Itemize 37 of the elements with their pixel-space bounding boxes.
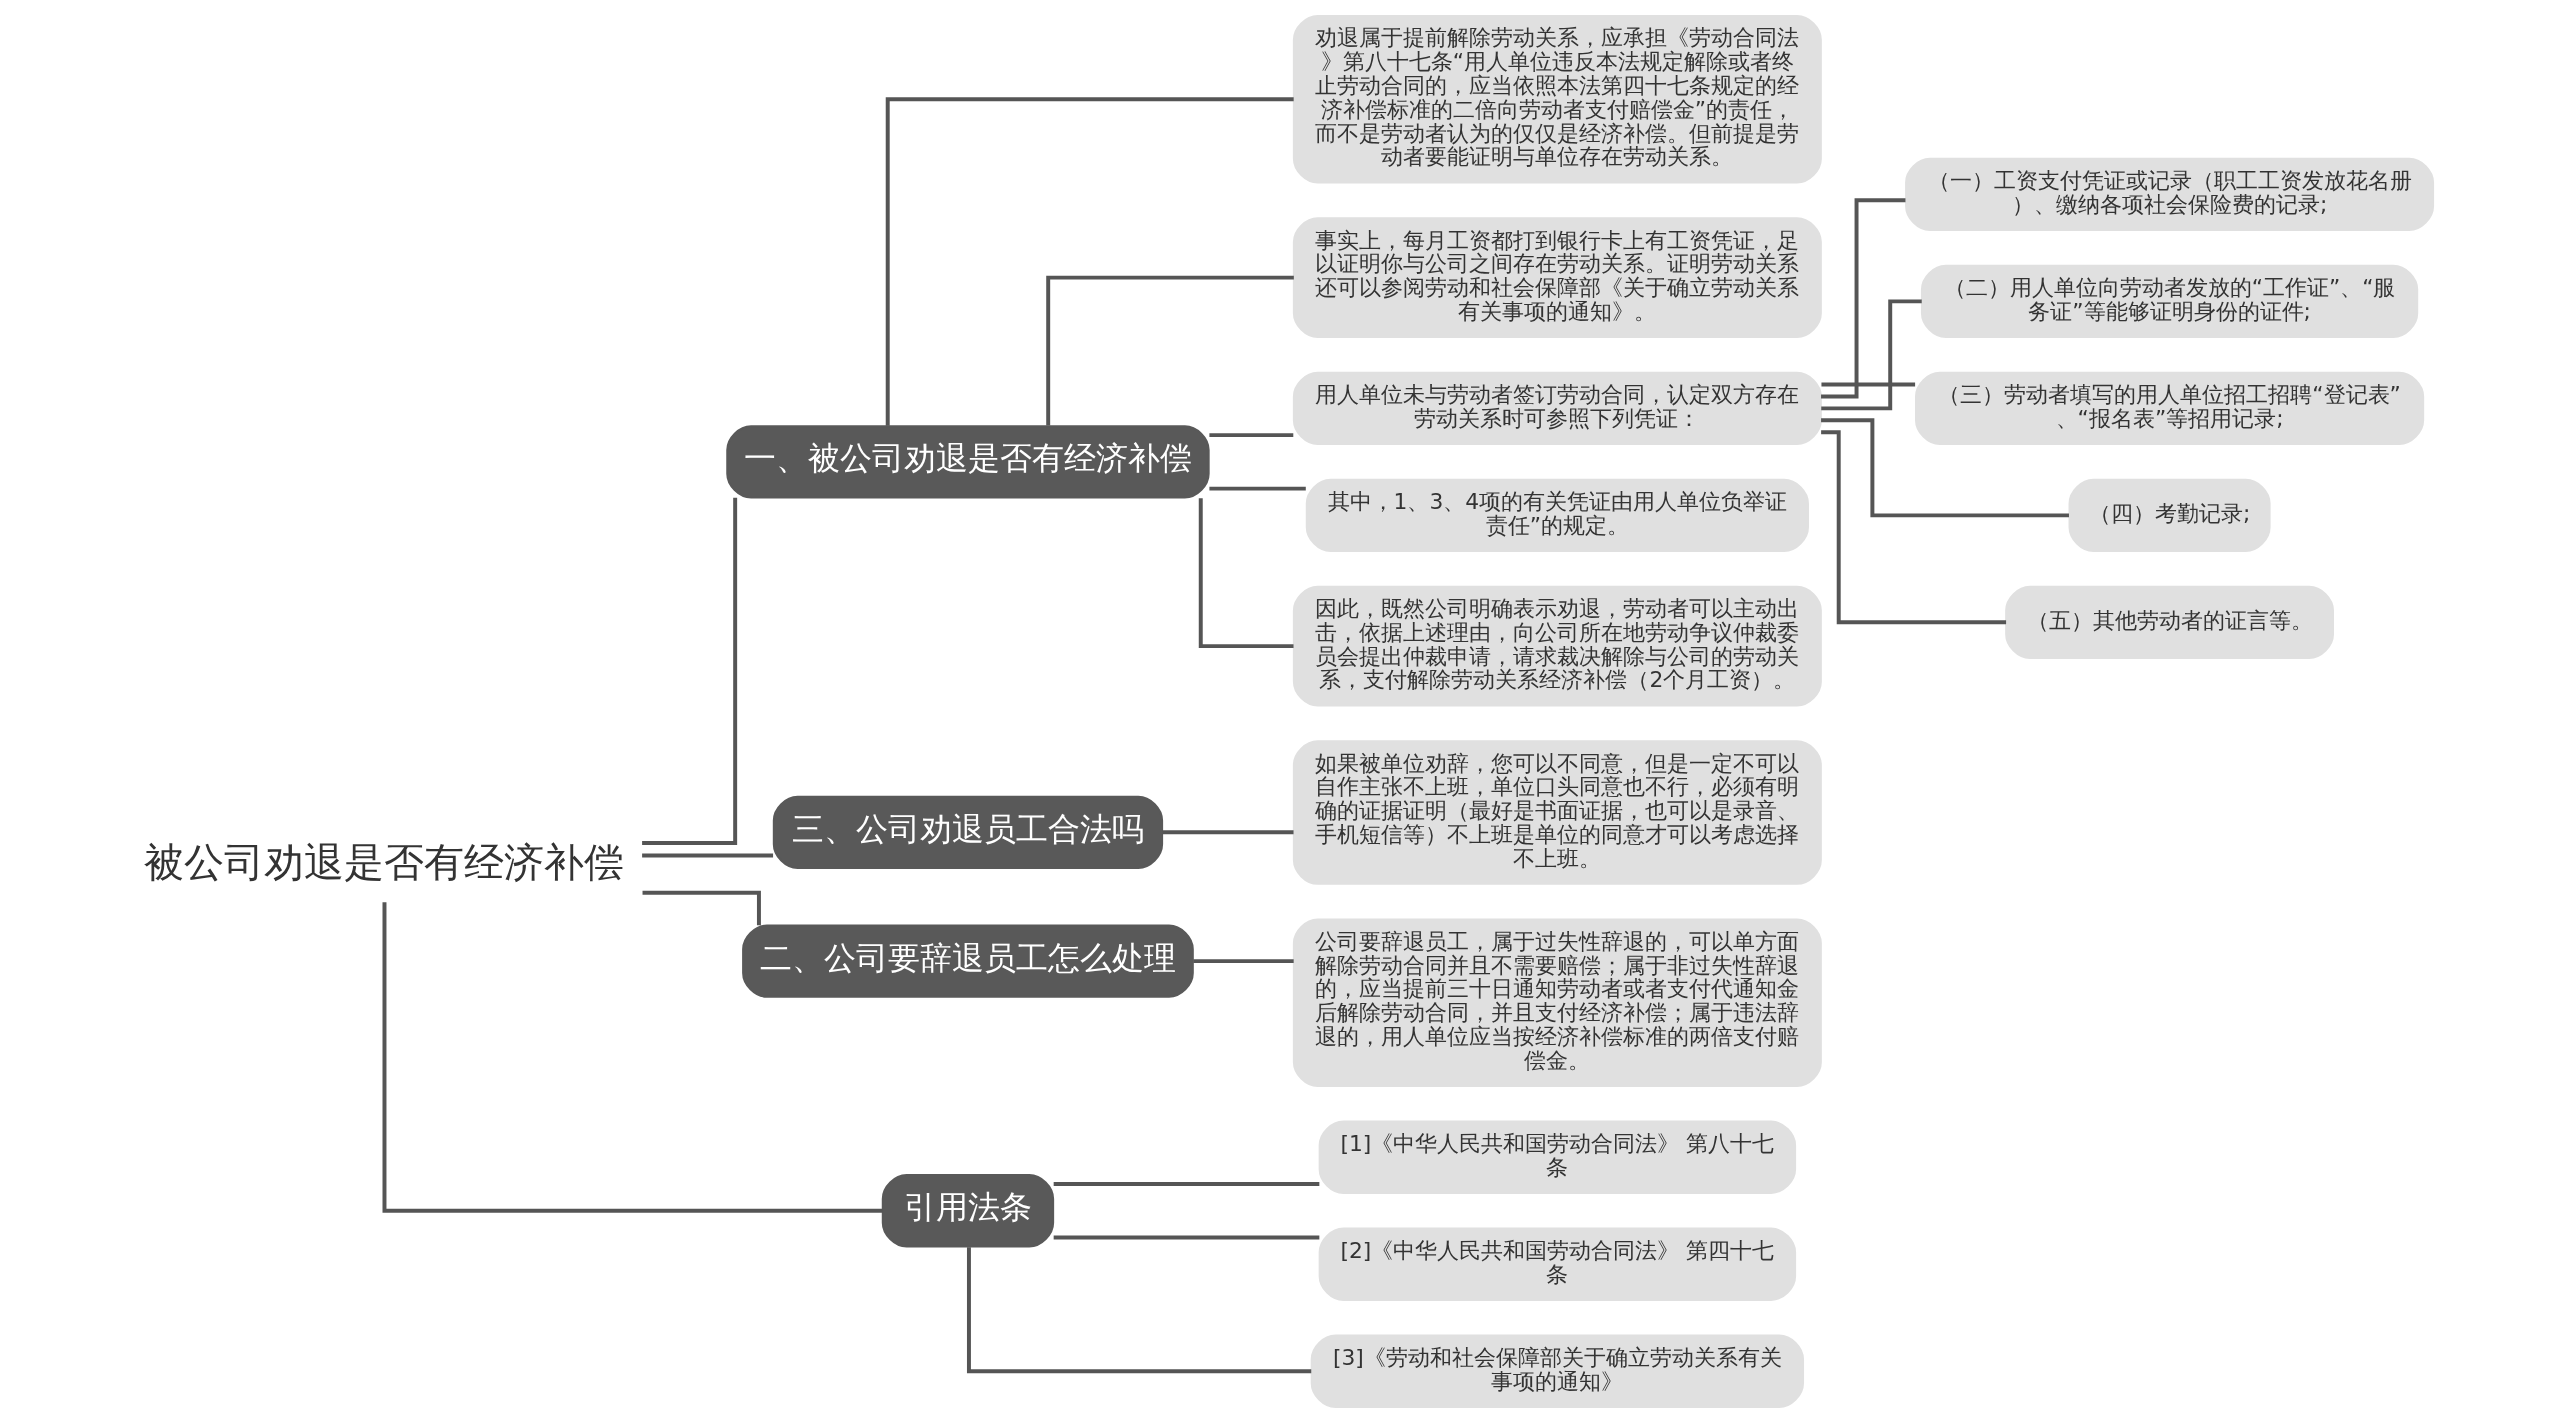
connector bbox=[885, 97, 1294, 426]
node-box: 二、公司要辞退员工怎么处理 bbox=[742, 924, 1194, 998]
node-box: 引用法条 bbox=[881, 1174, 1055, 1248]
node-box: [2]《中华人民共和国劳动合同法》 第四十七条 bbox=[1318, 1227, 1797, 1301]
connector bbox=[1046, 275, 1294, 426]
connector bbox=[1053, 1182, 1320, 1186]
node-box: （五）其他劳动者的证言等。 bbox=[2005, 585, 2334, 659]
node-box: （一）工资支付凭证或记录（职工工资发放花名册）、缴纳各项社会保险费的记录; bbox=[1905, 157, 2435, 232]
node-box: 一、被公司劝退是否有经济补偿 bbox=[726, 425, 1210, 499]
node-box: 如果被单位劝辞，您可以不同意，但是一定不可以自作主张不上班，单位口头同意也不行，必须有明确的证据证明（最好是书面证据，也可以是录音、手机短信等）不上班是单位的同意才可以考虑选择不上班。 bbox=[1292, 740, 1822, 885]
node-text: 被公司劝退是否有经济补偿 bbox=[144, 838, 625, 885]
connector bbox=[1162, 830, 1294, 835]
connector bbox=[1053, 1235, 1320, 1240]
connector bbox=[1821, 430, 2007, 625]
node-box: [3]《劳动和社会保障部关于确立劳动关系有关事项的通知》 bbox=[1310, 1334, 1805, 1408]
connector bbox=[1821, 382, 1916, 387]
connector bbox=[1198, 498, 1294, 649]
node-box: 公司要辞退员工，属于过失性辞退的，可以单方面解除劳动合同并且不需要赔偿；属于非过失性辞退的，应当提前三十日通知劳动者或者支付代通知金后解除劳动合同，并且支付经济补偿；属于违法辞退的，用人单位应当按经济补偿标准的两倍支付赔偿金。 bbox=[1292, 918, 1822, 1087]
node-box: 因此，既然公司明确表示劝退，劳动者可以主动出击，依据上述理由，向公司所在地劳动争议仲裁委员会提出仲裁申请，请求裁决解除与公司的劳动关系，支付解除劳动关系经济补偿（2个月工资）。 bbox=[1292, 585, 1822, 707]
connector bbox=[1821, 198, 1906, 399]
connector bbox=[642, 853, 774, 858]
node-box: 三、公司劝退员工合法吗 bbox=[772, 795, 1164, 869]
connector bbox=[1209, 433, 1294, 438]
connector bbox=[642, 497, 738, 845]
connector bbox=[382, 902, 883, 1213]
connector bbox=[966, 1247, 1312, 1374]
connector bbox=[1193, 959, 1294, 964]
connector bbox=[1209, 486, 1306, 491]
node-box: 其中，1、3、4项的有关凭证由用人单位负举证责任”的规定。 bbox=[1305, 478, 1809, 552]
node-box: 劝退属于提前解除劳动关系，应承担《劳动合同法》第八十七条“用人单位违反本法规定解除或者终止劳动合同的，应当依照本法第四十七条规定的经济补偿标准的二倍向劳动者支付赔偿金”的责任，而不是劳动者认为的仅仅是经济补偿。但前提是劳动者要能证明与单位存在劳动关系。 bbox=[1292, 15, 1822, 184]
node-box: （二）用人单位向劳动者发放的“工作证”、“服务证”等能够证明身份的证件; bbox=[1920, 264, 2419, 339]
node-box: （四）考勤记录; bbox=[2068, 478, 2271, 552]
node-box: 事实上，每月工资都打到银行卡上有工资凭证，足以证明你与公司之间存在劳动关系。证明劳动关系还可以参阅劳动和社会保障部《关于确立劳动关系有关事项的通知》。 bbox=[1292, 217, 1822, 339]
node-box: 用人单位未与劳动者签订劳动合同，认定双方存在劳动关系时可参照下列凭证： bbox=[1292, 371, 1822, 445]
connector bbox=[1821, 418, 2069, 518]
node-box: [1]《中华人民共和国劳动合同法》 第八十七条 bbox=[1318, 1120, 1797, 1194]
node-box: （三）劳动者填写的用人单位招工招聘“登记表”、“报名表”等招用记录; bbox=[1915, 371, 2425, 445]
